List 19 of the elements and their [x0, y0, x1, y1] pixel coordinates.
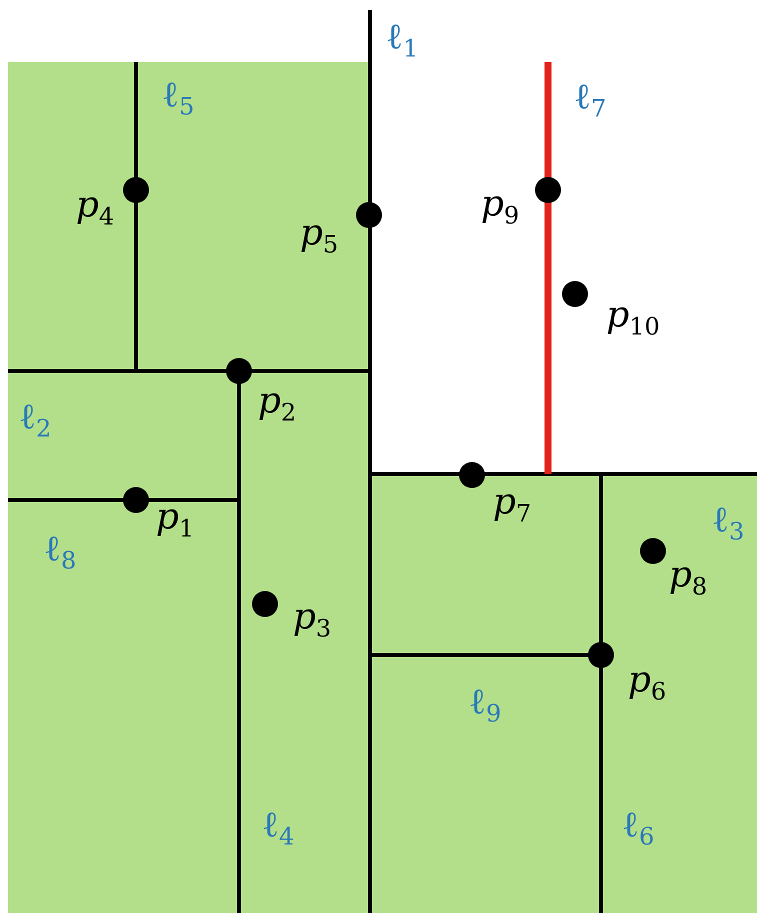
line-label: ℓ$_{9}$: [468, 684, 502, 726]
line-label: ℓ$_{7}$: [574, 79, 606, 121]
point-label: p$_{8}$: [668, 557, 708, 599]
point-label: p$_{2}$: [258, 383, 296, 425]
point-label: p$_{3}$: [292, 599, 332, 641]
point-label: p$_{5}$: [300, 215, 338, 257]
point-label: p$_{10}$: [606, 297, 660, 339]
line-label: ℓ$_{3}$: [712, 502, 744, 544]
line-label: ℓ$_{2}$: [18, 399, 52, 441]
point-label: p$_{7}$: [492, 484, 532, 526]
line-label: ℓ$_{5}$: [162, 77, 194, 119]
line-label: ℓ$_{8}$: [44, 531, 76, 573]
point-label: p$_{6}$: [628, 662, 666, 704]
point-label: p$_{9}$: [480, 186, 520, 228]
line-label: ℓ$_{1}$: [386, 19, 418, 61]
point-label: p$_{4}$: [76, 187, 114, 229]
line-label: ℓ$_{4}$: [262, 807, 294, 849]
line-label: ℓ$_{6}$: [622, 807, 654, 849]
point-label: p$_{1}$: [156, 499, 194, 541]
